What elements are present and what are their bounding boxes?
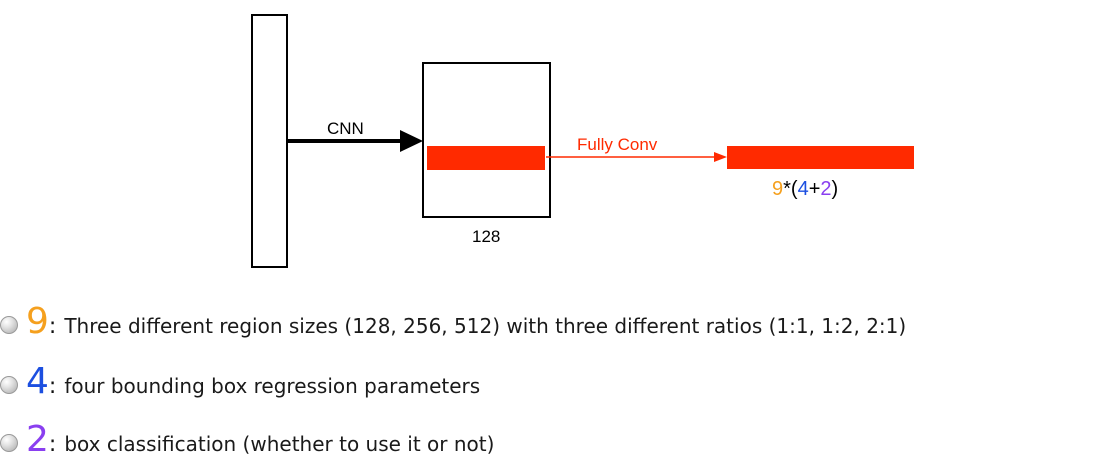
formula-9: 9 bbox=[772, 178, 783, 200]
formula-mul-open: *( bbox=[783, 178, 798, 200]
bullet-colon: : bbox=[48, 374, 57, 399]
feature-size-label: 128 bbox=[472, 227, 500, 246]
bullet-number: 9 bbox=[26, 301, 49, 342]
bullet-item-9: 9 : Three different region sizes (128, 2… bbox=[0, 304, 906, 340]
output-formula: 9*(4+2) bbox=[772, 178, 838, 200]
bullet-number: 4 bbox=[26, 361, 49, 402]
sliding-window-bar bbox=[427, 146, 545, 170]
bullet-circle-icon bbox=[0, 376, 18, 394]
bullet-colon: : bbox=[48, 314, 57, 339]
bullet-circle-icon bbox=[0, 316, 18, 334]
bullet-text: Three different region sizes (128, 256, … bbox=[64, 314, 907, 338]
bullet-circle-icon bbox=[0, 434, 18, 452]
bullet-text: box classification (whether to use it or… bbox=[64, 432, 495, 456]
bullet-text: four bounding box regression parameters bbox=[64, 374, 481, 398]
cnn-label: CNN bbox=[327, 119, 364, 138]
bullet-item-4: 4 : four bounding box regression paramet… bbox=[0, 364, 480, 400]
bullet-item-2: 2 : box classification (whether to use i… bbox=[0, 422, 494, 458]
output-bar bbox=[727, 146, 914, 169]
bullet-colon: : bbox=[48, 432, 57, 457]
fully-conv-label: Fully Conv bbox=[577, 135, 658, 154]
formula-2: 2 bbox=[820, 178, 831, 200]
formula-close: ) bbox=[832, 178, 839, 200]
bullet-number: 2 bbox=[26, 419, 49, 460]
cnn-arrowhead bbox=[400, 130, 423, 152]
formula-plus: + bbox=[809, 178, 821, 200]
fully-conv-arrowhead bbox=[714, 152, 727, 162]
feature-map-box bbox=[422, 62, 551, 218]
rpn-diagram: CNN 128 Fully Conv 9*(4+2) bbox=[251, 14, 914, 268]
input-image-box bbox=[251, 14, 288, 268]
formula-4: 4 bbox=[798, 178, 809, 200]
